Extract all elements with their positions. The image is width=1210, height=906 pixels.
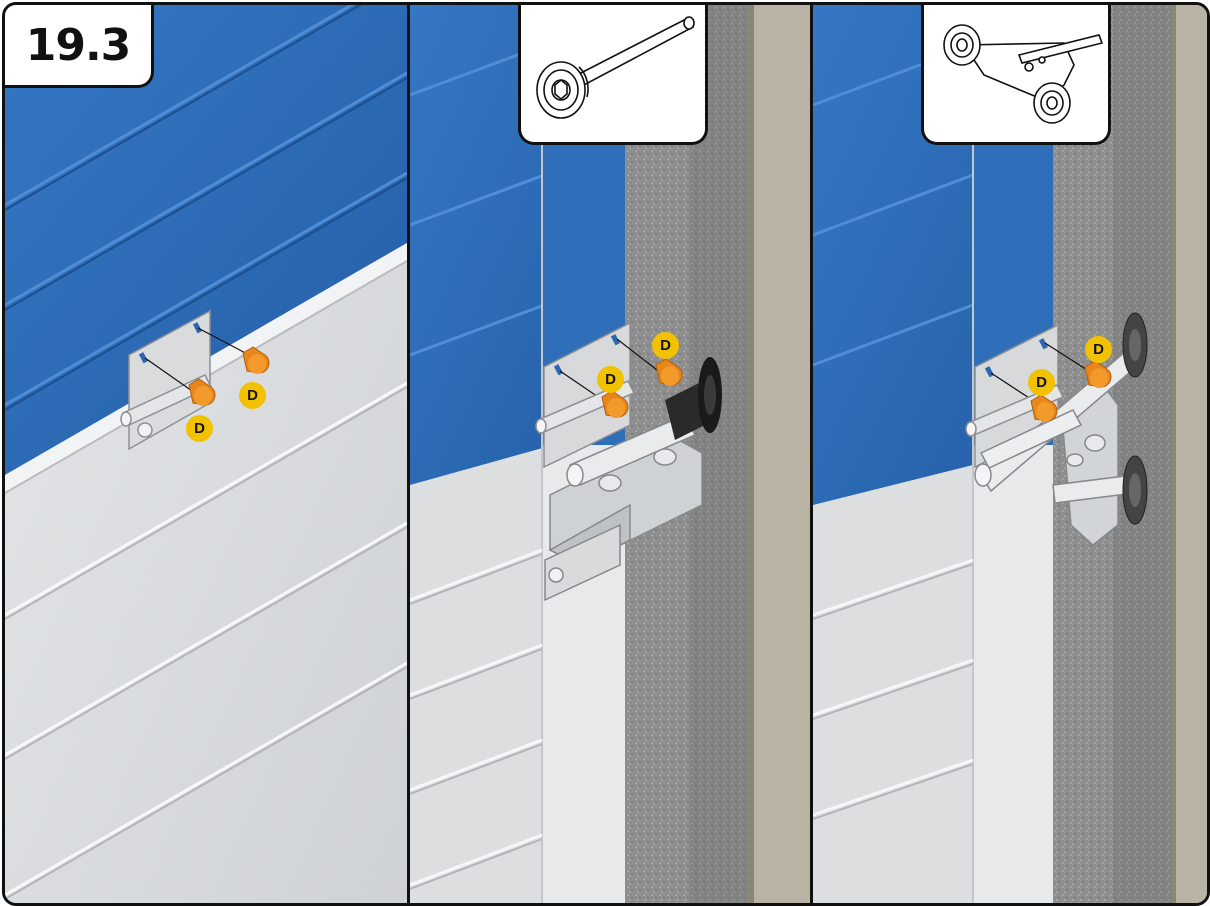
part-label-d: D (186, 415, 213, 442)
panel-single-roller: D D (410, 5, 810, 903)
panel-divider (810, 5, 813, 903)
panel-hinge-bracket: 19.3 D D (5, 5, 407, 903)
panel-double-roller: D D (813, 5, 1207, 903)
part-label-d: D (652, 332, 679, 359)
double-roller-inset (921, 5, 1111, 145)
panel-divider (407, 5, 410, 903)
panel-1-scene (5, 5, 407, 903)
step-number: 19.3 (5, 5, 154, 88)
door-frame (1173, 5, 1207, 903)
single-roller-icon (521, 5, 705, 142)
single-roller-inset (518, 5, 708, 145)
part-label-d: D (1028, 369, 1055, 396)
door-frame (750, 5, 810, 903)
part-label-d: D (597, 366, 624, 393)
part-label-d: D (239, 382, 266, 409)
double-roller-bracket-icon (924, 5, 1108, 142)
part-label-d: D (1085, 336, 1112, 363)
